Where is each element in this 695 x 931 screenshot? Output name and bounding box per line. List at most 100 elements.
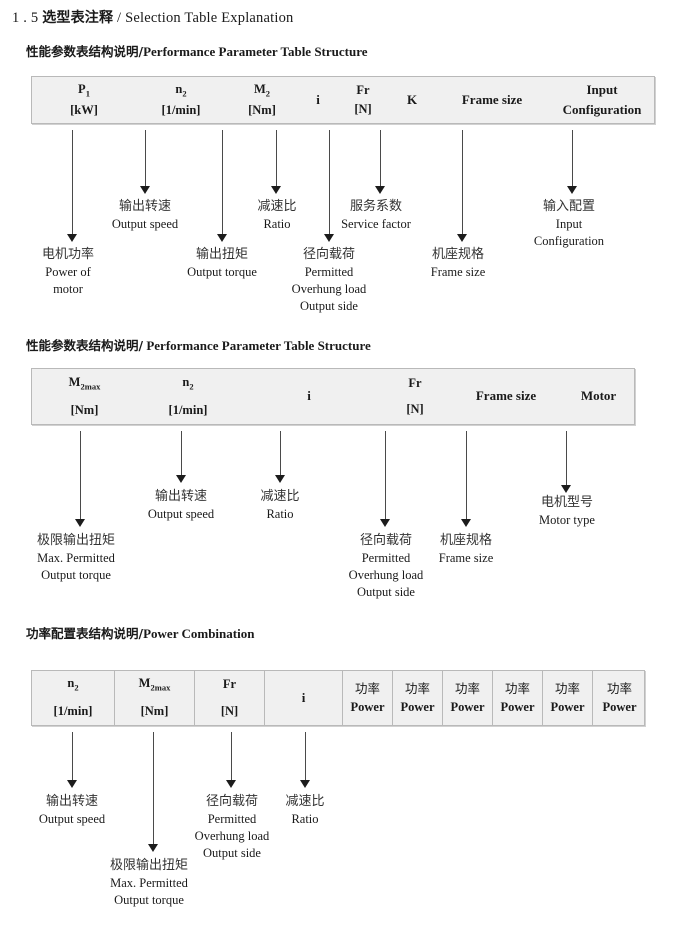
table3-col-power-3: 功率 Power xyxy=(442,671,492,725)
table1-col-m2-unit: [Nm] xyxy=(248,102,276,117)
annotation-ratio-2-en1: Ratio xyxy=(266,506,294,521)
annotation-permitted-overhung-load: 径向载荷 Permitted Overhung load Output side xyxy=(273,246,385,316)
table1-col-frame-size: Frame size xyxy=(436,77,548,123)
annotation-input-configuration-cn: 输入配置 xyxy=(542,199,595,214)
arrow-max-permitted-output-torque xyxy=(75,431,86,527)
annotation-max-permitted-output-torque-3: 极限输出扭矩 Max. Permitted Output torque xyxy=(93,857,205,909)
annotation-ratio-3-cn: 减速比 xyxy=(285,794,325,809)
arrow-output-speed xyxy=(140,130,151,194)
page-title-number: 1 . 5 xyxy=(12,10,39,26)
annotation-ratio-2: 减速比 Ratio xyxy=(236,488,324,523)
annotation-permitted-overhung-load-3-en1: Permitted xyxy=(207,811,257,826)
table3-col-m2max-unit: [Nm] xyxy=(140,704,169,719)
annotation-frame-size: 机座规格 Frame size xyxy=(406,246,510,281)
arrow-output-speed-2 xyxy=(176,431,187,483)
table2-col-fr: Fr [N] xyxy=(379,369,451,424)
table1-col-m2-symbol: M2 xyxy=(253,81,271,99)
table2-col-fr-symbol: Fr xyxy=(408,375,422,390)
table2-col-m2max: M2max [Nm] xyxy=(32,369,137,424)
section-3-heading-separator: / xyxy=(138,626,144,641)
annotation-ratio-cn: 减速比 xyxy=(257,199,297,214)
table1-col-p1: P1 [kW] xyxy=(32,77,136,123)
section-1-heading-english: Performance Parameter Table Structure xyxy=(143,44,368,59)
arrow-ratio xyxy=(271,130,282,194)
table1-col-k: K xyxy=(388,77,436,123)
annotation-output-speed: 输出转速 Output speed xyxy=(88,198,202,233)
table2-col-frame-size: Frame size xyxy=(451,369,561,424)
annotation-output-speed-2: 输出转速 Output speed xyxy=(125,488,237,523)
table1-col-n2-unit: [1/min] xyxy=(161,102,201,117)
table3-col-power-6: 功率 Power xyxy=(592,671,646,725)
annotation-permitted-overhung-load-en3: Output side xyxy=(300,299,358,314)
section-1-heading: 性能参数表结构说明/Performance Parameter Table St… xyxy=(26,41,368,60)
table1-col-i: i xyxy=(298,77,338,123)
annotation-permitted-overhung-load-2-cn: 径向载荷 xyxy=(359,533,412,548)
table3-col-m2max-symbol: M2max xyxy=(138,676,171,693)
annotation-permitted-overhung-load-en1: Permitted xyxy=(304,264,354,279)
annotation-input-configuration-en1: Input xyxy=(555,216,583,231)
annotation-service-factor-en1: Service factor xyxy=(341,216,411,231)
table2-col-frame-size-label: Frame size xyxy=(475,388,537,404)
annotation-ratio-2-cn: 减速比 xyxy=(260,489,300,504)
table3-col-power-1-en: Power xyxy=(350,700,385,714)
annotation-output-speed-2-cn: 输出转速 xyxy=(154,489,207,504)
arrow-frame-size xyxy=(457,130,468,242)
annotation-permitted-overhung-load-2: 径向载荷 Permitted Overhung load Output side xyxy=(330,532,442,602)
annotation-permitted-overhung-load-cn: 径向载荷 xyxy=(302,247,355,262)
annotation-power-of-motor-en1: Power of xyxy=(45,264,91,279)
annotation-output-torque-cn: 输出扭矩 xyxy=(195,247,248,262)
table1-col-n2-symbol: n2 xyxy=(175,81,187,99)
table3-col-power-2-en: Power xyxy=(400,700,435,714)
annotation-output-speed-3-en1: Output speed xyxy=(38,811,106,826)
section-3-heading-chinese: 功率配置表结构说明 xyxy=(26,626,139,641)
power-combination-table: n2 [1/min] M2max [Nm] Fr [N] i 功率 Power xyxy=(31,670,645,726)
page-title: 1 . 5 选型表注释 / Selection Table Explanatio… xyxy=(12,7,294,27)
table2-col-fr-unit: [N] xyxy=(406,402,424,416)
table2-col-m2max-symbol: M2max xyxy=(68,374,101,392)
table3-col-i: i xyxy=(264,671,342,725)
table1-col-fr: Fr [N] xyxy=(338,77,388,123)
table3-col-power-6-en: Power xyxy=(602,700,637,714)
table3-col-m2max: M2max [Nm] xyxy=(114,671,194,725)
table1-col-n2: n2 [1/min] xyxy=(136,77,226,123)
table1-col-fr-unit: [N] xyxy=(354,102,372,116)
table3-col-n2-unit: [1/min] xyxy=(53,704,93,719)
annotation-permitted-overhung-load-2-en1: Permitted xyxy=(361,550,411,565)
annotation-permitted-overhung-load-3-cn: 径向载荷 xyxy=(205,794,258,809)
section-2-heading: 性能参数表结构说明/ Performance Parameter Table S… xyxy=(26,335,371,354)
table3-col-power-4-en: Power xyxy=(500,700,535,714)
table3-col-power-1: 功率 Power xyxy=(342,671,392,725)
section-1-heading-chinese: 性能参数表结构说明 xyxy=(26,44,139,59)
annotation-permitted-overhung-load-2-en2: Overhung load xyxy=(348,568,424,583)
performance-parameter-table-2: M2max [Nm] n2 [1/min] i Fr [N] Frame siz… xyxy=(31,368,635,425)
table1-col-fr-symbol: Fr xyxy=(356,82,370,97)
annotation-permitted-overhung-load-3-en2: Overhung load xyxy=(194,829,270,844)
annotation-power-of-motor: 电机功率 Power of motor xyxy=(12,246,124,298)
annotation-max-permitted-output-torque-3-en1: Max. Permitted xyxy=(110,875,188,890)
annotation-max-permitted-output-torque: 极限输出扭矩 Max. Permitted Output torque xyxy=(21,532,131,584)
annotation-output-speed-3: 输出转速 Output speed xyxy=(16,793,128,828)
annotation-ratio-3-en1: Ratio xyxy=(291,811,319,826)
arrow-output-torque xyxy=(217,130,228,242)
arrow-ratio-2 xyxy=(275,431,286,483)
table1-col-p1-symbol: P1 xyxy=(78,81,90,99)
arrow-motor-type xyxy=(561,431,572,493)
table1-col-m2: M2 [Nm] xyxy=(226,77,298,123)
annotation-permitted-overhung-load-en2: Overhung load xyxy=(291,282,367,297)
annotation-input-configuration-en2: Configuration xyxy=(533,234,605,249)
annotation-service-factor: 服务系数 Service factor xyxy=(320,198,432,233)
annotation-input-configuration: 输入配置 Input Configuration xyxy=(513,198,625,250)
table3-col-fr-unit: [N] xyxy=(220,703,239,718)
page-title-english: Selection Table Explanation xyxy=(125,10,294,26)
annotation-frame-size-2: 机座规格 Frame size xyxy=(414,532,518,567)
table2-col-m2max-unit: [Nm] xyxy=(70,402,99,417)
table3-col-power-5-cn: 功率 xyxy=(554,680,580,696)
arrow-output-speed-3 xyxy=(67,732,78,788)
table3-col-power-5: 功率 Power xyxy=(542,671,592,725)
table3-col-power-4: 功率 Power xyxy=(492,671,542,725)
annotation-output-speed-en1: Output speed xyxy=(111,216,179,231)
table3-col-power-5-en: Power xyxy=(550,700,585,714)
table1-col-p1-unit: [kW] xyxy=(70,102,98,117)
section-2-heading-chinese: 性能参数表结构说明 xyxy=(26,338,139,353)
table2-col-i: i xyxy=(239,369,379,424)
